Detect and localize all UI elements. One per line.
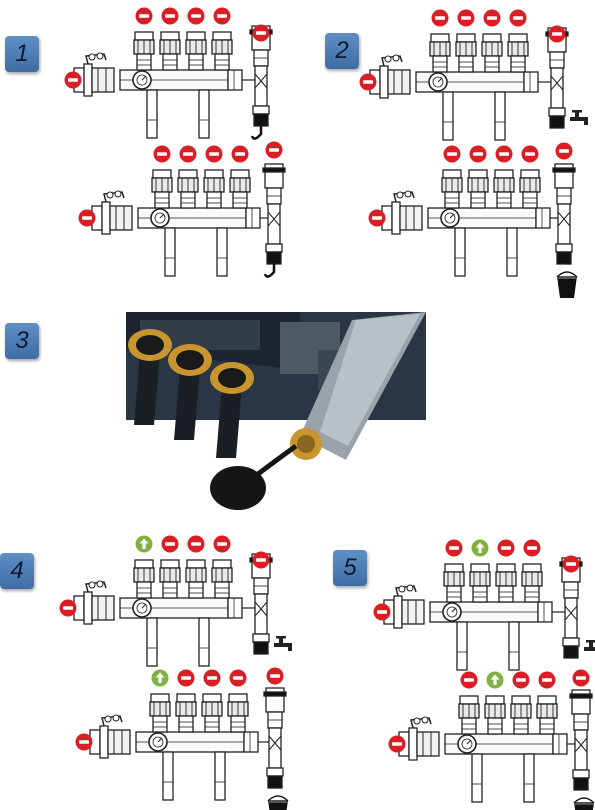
no-entry-icon	[214, 536, 231, 553]
manifold-step1-lower	[79, 142, 286, 277]
manifold-step2-upper	[360, 10, 589, 141]
no-entry-icon	[522, 146, 539, 163]
no-entry-icon	[513, 672, 530, 689]
no-entry-icon	[136, 8, 153, 25]
no-entry-icon	[563, 556, 580, 573]
tap-icon	[584, 640, 595, 655]
no-entry-icon	[374, 604, 391, 621]
no-entry-icon	[267, 668, 284, 685]
manifold-step4-upper	[60, 536, 293, 667]
no-entry-icon	[178, 670, 195, 687]
no-entry-icon	[360, 74, 377, 91]
no-entry-icon	[461, 672, 478, 689]
no-entry-icon	[539, 672, 556, 689]
no-entry-icon	[162, 8, 179, 25]
no-entry-icon	[496, 146, 513, 163]
no-entry-icon	[204, 670, 221, 687]
no-entry-icon	[389, 736, 406, 753]
manifold-step4-lower	[76, 668, 289, 810]
tap-icon	[570, 110, 588, 125]
no-entry-icon	[549, 26, 566, 43]
no-entry-icon	[232, 146, 249, 163]
no-entry-icon	[154, 146, 171, 163]
manifold-step5-lower	[389, 670, 595, 810]
no-entry-icon	[65, 72, 82, 89]
drain-fitting-photo	[126, 312, 426, 510]
manifold-step1-upper	[65, 8, 273, 139]
no-entry-icon	[498, 540, 515, 557]
no-entry-icon	[79, 210, 96, 227]
no-entry-icon	[573, 670, 590, 687]
no-entry-icon	[188, 8, 205, 25]
manifold-step5-upper	[374, 540, 595, 671]
up-arrow-icon	[487, 672, 504, 689]
no-entry-icon	[188, 536, 205, 553]
bucket-icon	[557, 272, 577, 298]
no-entry-icon	[206, 146, 223, 163]
no-entry-icon	[253, 552, 270, 569]
no-entry-icon	[446, 540, 463, 557]
bucket-icon	[574, 798, 594, 810]
tap-icon	[274, 636, 292, 651]
no-entry-icon	[230, 670, 247, 687]
no-entry-icon	[510, 10, 527, 27]
no-entry-icon	[556, 143, 573, 160]
no-entry-icon	[432, 10, 449, 27]
bucket-icon	[268, 796, 288, 810]
up-arrow-icon	[136, 536, 153, 553]
up-arrow-icon	[152, 670, 169, 687]
no-entry-icon	[524, 540, 541, 557]
no-entry-icon	[470, 146, 487, 163]
no-entry-icon	[369, 210, 386, 227]
no-entry-icon	[444, 146, 461, 163]
no-entry-icon	[253, 25, 270, 42]
no-entry-icon	[180, 146, 197, 163]
no-entry-icon	[162, 536, 179, 553]
no-entry-icon	[484, 10, 501, 27]
no-entry-icon	[76, 734, 93, 751]
no-entry-icon	[458, 10, 475, 27]
no-entry-icon	[214, 8, 231, 25]
up-arrow-icon	[472, 540, 489, 557]
manifold-step2-lower	[369, 143, 578, 299]
no-entry-icon	[60, 600, 77, 617]
no-entry-icon	[266, 142, 283, 159]
